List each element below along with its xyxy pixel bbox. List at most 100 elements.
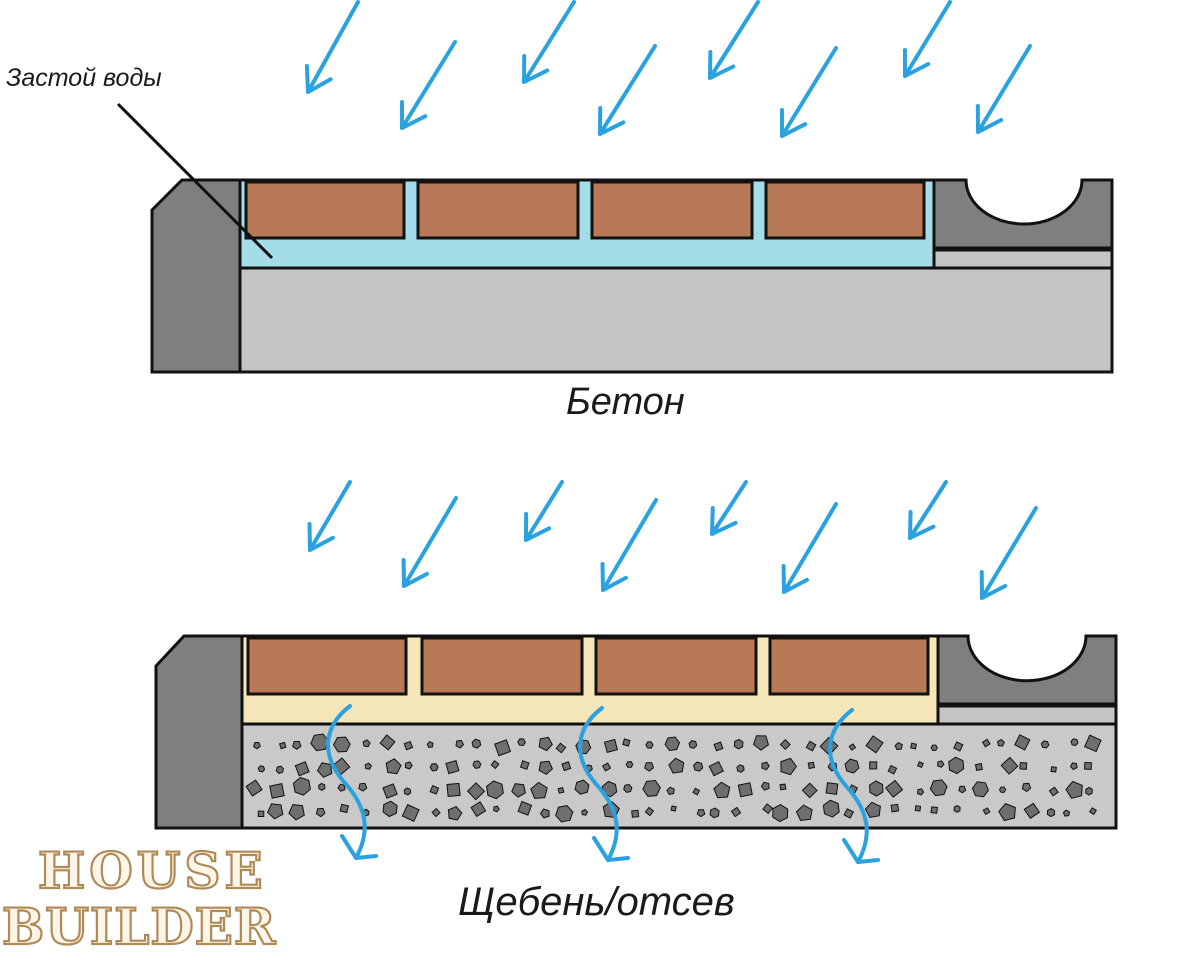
- gravel-stone: [445, 759, 460, 775]
- gravel-stone: [730, 806, 742, 818]
- gravel-stone: [257, 765, 266, 773]
- gravel-stone: [382, 800, 398, 818]
- gravel-stone: [631, 809, 640, 818]
- gravel-stone: [574, 779, 590, 795]
- gravel-stone: [668, 757, 685, 774]
- gravel-stone: [625, 761, 634, 768]
- gravel-stone: [807, 761, 815, 770]
- gravel-stone: [471, 738, 482, 749]
- gravel-stone: [736, 764, 745, 773]
- gravel-stone: [603, 738, 619, 754]
- gravel-stone: [1048, 786, 1059, 797]
- gravel-stone: [733, 738, 744, 750]
- gravel-stone: [403, 740, 414, 751]
- gravel-stone: [869, 780, 884, 797]
- rain-arrow-icon: [304, 0, 360, 94]
- callout-line: [116, 102, 274, 260]
- gravel-stone: [998, 803, 1016, 822]
- gravel-stone: [337, 783, 346, 792]
- gravel-stone: [1040, 740, 1050, 749]
- logo-line-builder: BUILDER: [2, 897, 276, 950]
- gravel-stone: [315, 807, 326, 818]
- rain-arrow-icon: [401, 496, 458, 588]
- gravel-stone: [622, 738, 631, 747]
- gravel-stone: [981, 738, 991, 748]
- gravel-stone: [358, 782, 368, 792]
- gravel-stone: [713, 781, 731, 799]
- gravel-stone: [1062, 809, 1070, 817]
- gravel-stone: [364, 762, 373, 770]
- gravel-stone: [555, 742, 567, 754]
- gravel-stone: [772, 804, 789, 823]
- gravel-stone: [713, 741, 724, 752]
- gravel-stone: [555, 804, 574, 823]
- gravel-stone: [884, 779, 904, 798]
- gravel-stone: [645, 741, 654, 749]
- section-gravel: [154, 634, 1118, 864]
- gravel-stone: [997, 738, 1005, 747]
- gravel-stone: [318, 782, 326, 791]
- gravel-stone: [1023, 802, 1041, 819]
- seepage-arrows: [326, 704, 880, 864]
- concrete-base-label: Бетон: [566, 381, 685, 423]
- rain-arrow-icon: [524, 480, 564, 542]
- gravel-stone: [844, 758, 860, 774]
- gravel-stone: [292, 776, 311, 796]
- gravel-stone: [1085, 786, 1093, 796]
- gravel-stone: [894, 741, 903, 751]
- gravel-stone: [403, 787, 412, 796]
- gravel-stone: [455, 739, 465, 749]
- gravel-stone: [557, 786, 565, 794]
- gravel-stone: [530, 781, 548, 799]
- gravel-stone: [623, 783, 633, 793]
- curb-stone-left: [150, 178, 242, 374]
- gravel-stone: [692, 787, 701, 796]
- brick: [590, 180, 754, 240]
- gravel-stone: [666, 786, 675, 795]
- gravel-stone: [825, 782, 839, 795]
- rain-arrow-icon: [522, 0, 576, 84]
- gravel-stone: [822, 799, 840, 818]
- gravel-stone: [511, 783, 526, 798]
- gravel-stone: [644, 806, 655, 817]
- gravel-stone: [780, 757, 798, 776]
- gravel-stone: [294, 761, 310, 777]
- gravel-stone: [275, 765, 285, 774]
- rain-arrow-icon: [600, 498, 658, 592]
- gravel-stone: [1019, 762, 1028, 770]
- rain-arrow-icon: [307, 480, 352, 552]
- gravel-stone: [446, 782, 461, 798]
- gravel-stone: [339, 803, 350, 814]
- gravel-stone: [779, 738, 791, 751]
- drain-channel: [932, 178, 1114, 270]
- gravel-stone: [929, 779, 948, 797]
- gravel-stone: [292, 740, 302, 750]
- gravel-stone: [795, 804, 813, 822]
- gravel-stone: [644, 762, 655, 772]
- seepage-arrow-icon: [578, 706, 630, 862]
- gravel-stone: [948, 756, 965, 775]
- gravel-stone: [953, 805, 961, 813]
- gravel-stone: [333, 736, 351, 753]
- curb-stone-left: [154, 634, 244, 830]
- gravel-stone: [914, 805, 922, 812]
- gravel-stone: [848, 743, 857, 751]
- brick: [594, 636, 758, 696]
- gravel-stone: [1000, 756, 1019, 775]
- gravel-stone: [316, 762, 333, 778]
- gravel-stone: [519, 760, 530, 770]
- gravel-stone: [709, 807, 720, 819]
- brick: [416, 180, 580, 240]
- gravel-stone: [843, 808, 855, 819]
- gravel-stone: [664, 736, 681, 752]
- gravel-stone: [1070, 738, 1079, 747]
- gravel-stone: [253, 741, 261, 750]
- gravel-stone: [971, 781, 989, 798]
- rain-arrow-icon: [979, 506, 1038, 600]
- gravel-stone: [362, 739, 371, 748]
- house-builder-logo: HOUSE BUILDER: [1, 840, 277, 950]
- gravel-stone: [385, 758, 402, 775]
- gravel-stone: [930, 806, 938, 814]
- gravel-stone: [601, 780, 618, 798]
